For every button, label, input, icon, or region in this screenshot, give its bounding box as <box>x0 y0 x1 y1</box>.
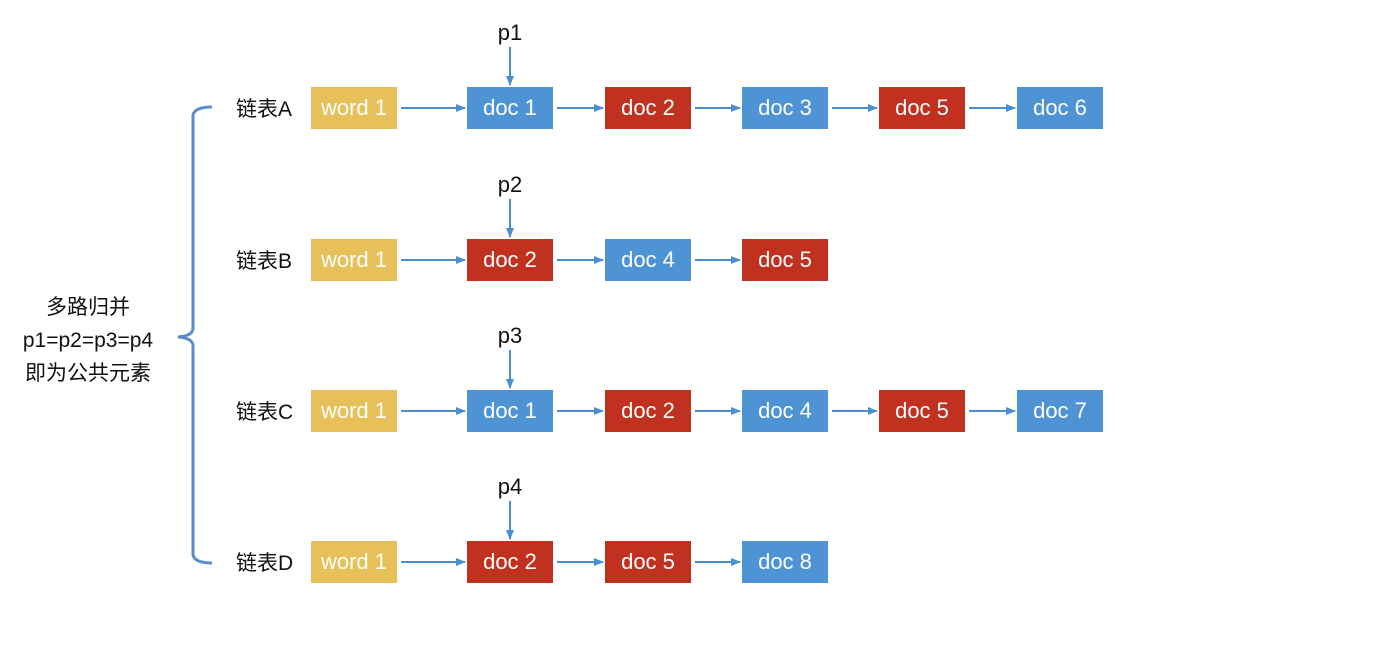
doc-node: doc 5 <box>879 87 965 129</box>
grouping-brace <box>177 105 213 565</box>
doc-node: doc 5 <box>879 390 965 432</box>
doc-node: doc 8 <box>742 541 828 583</box>
list-label: 链表C <box>236 401 294 424</box>
word-node: word 1 <box>311 239 397 281</box>
word-node: word 1 <box>311 390 397 432</box>
doc-node: doc 7 <box>1017 390 1103 432</box>
pointer-label: p2 <box>497 172 523 197</box>
caption-line-2: p1=p2=p3=p4 <box>22 329 154 352</box>
list-label: 链表B <box>236 250 293 273</box>
list-label: 链表D <box>236 552 294 575</box>
merge-caption: 多路归并 p1=p2=p3=p4 即为公共元素 <box>0 291 176 390</box>
doc-node: doc 2 <box>467 541 553 583</box>
pointer-label: p3 <box>497 323 523 348</box>
list-label: 链表A <box>236 98 293 121</box>
doc-node: doc 1 <box>467 390 553 432</box>
pointer-label: p4 <box>497 474 523 499</box>
doc-node: doc 5 <box>742 239 828 281</box>
doc-node: doc 6 <box>1017 87 1103 129</box>
doc-node: doc 4 <box>605 239 691 281</box>
doc-node: doc 2 <box>605 390 691 432</box>
doc-node: doc 3 <box>742 87 828 129</box>
caption-line-1: 多路归并 <box>46 296 130 319</box>
word-node: word 1 <box>311 87 397 129</box>
doc-node: doc 2 <box>467 239 553 281</box>
doc-node: doc 5 <box>605 541 691 583</box>
caption-line-3: 即为公共元素 <box>25 362 151 385</box>
doc-node: doc 1 <box>467 87 553 129</box>
pointer-label: p1 <box>497 20 523 45</box>
doc-node: doc 4 <box>742 390 828 432</box>
doc-node: doc 2 <box>605 87 691 129</box>
word-node: word 1 <box>311 541 397 583</box>
